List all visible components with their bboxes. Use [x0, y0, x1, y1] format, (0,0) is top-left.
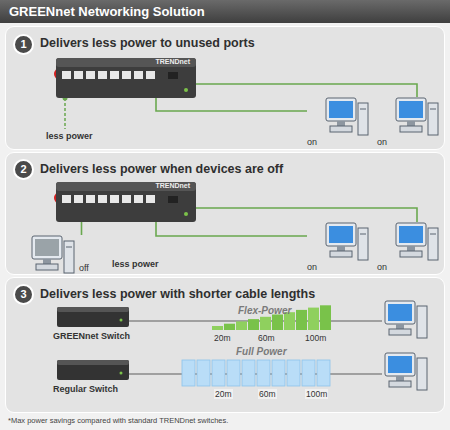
status-label: on — [377, 262, 387, 272]
small-switch: Regular Switch — [53, 360, 137, 400]
annotation: 60m — [258, 333, 275, 343]
small-switch: GREENnet Switch — [53, 307, 137, 347]
computer: on — [377, 222, 439, 272]
annotation: 60m — [258, 389, 277, 399]
callout-number: 1 — [15, 38, 32, 50]
network-switch: TRENDnet — [56, 182, 196, 222]
status-label: off — [79, 263, 89, 273]
callout-number: 3 — [15, 288, 32, 300]
status-label: on — [307, 137, 317, 147]
step-heading: Delivers less power with shorter cable l… — [40, 287, 315, 301]
network-cable — [196, 208, 417, 222]
switch-label: Regular Switch — [53, 384, 118, 394]
status-label: on — [307, 262, 317, 272]
step-heading: Delivers less power to unused ports — [40, 36, 255, 50]
network-switch: TRENDnet — [56, 58, 196, 98]
annotation: 20m — [214, 389, 233, 399]
network-cable — [196, 84, 417, 97]
step-number: 1 — [13, 34, 34, 55]
annotation: Flex-Power — [238, 305, 291, 316]
annotation: 100m — [305, 333, 326, 343]
footnote: *Max power savings compared with standar… — [8, 416, 228, 425]
title: GREENnet Networking Solution — [9, 4, 205, 19]
annotation: 100m — [305, 389, 328, 399]
annotation: Full Power — [236, 346, 287, 357]
step-panel: Delivers less power when devices are off… — [5, 152, 445, 275]
computer: on — [307, 222, 369, 272]
annotation: less power — [112, 259, 159, 269]
network-cable — [81, 222, 82, 235]
brand-logo: TRENDnet — [155, 182, 190, 189]
computer: off — [31, 235, 107, 275]
network-cable — [156, 222, 307, 236]
network-cable — [156, 98, 307, 111]
step-number: 2 — [13, 159, 34, 180]
callout-number: 2 — [15, 163, 32, 175]
step-heading: Delivers less power when devices are off — [40, 162, 283, 176]
computer: on — [307, 97, 369, 147]
annotation: less power — [46, 131, 93, 141]
computer: on — [377, 97, 439, 147]
brand-logo: TRENDnet — [155, 58, 190, 65]
switch-label: GREENnet Switch — [53, 331, 130, 341]
step-number: 3 — [13, 284, 34, 305]
status-label: on — [377, 137, 387, 147]
annotation: 20m — [214, 333, 231, 343]
